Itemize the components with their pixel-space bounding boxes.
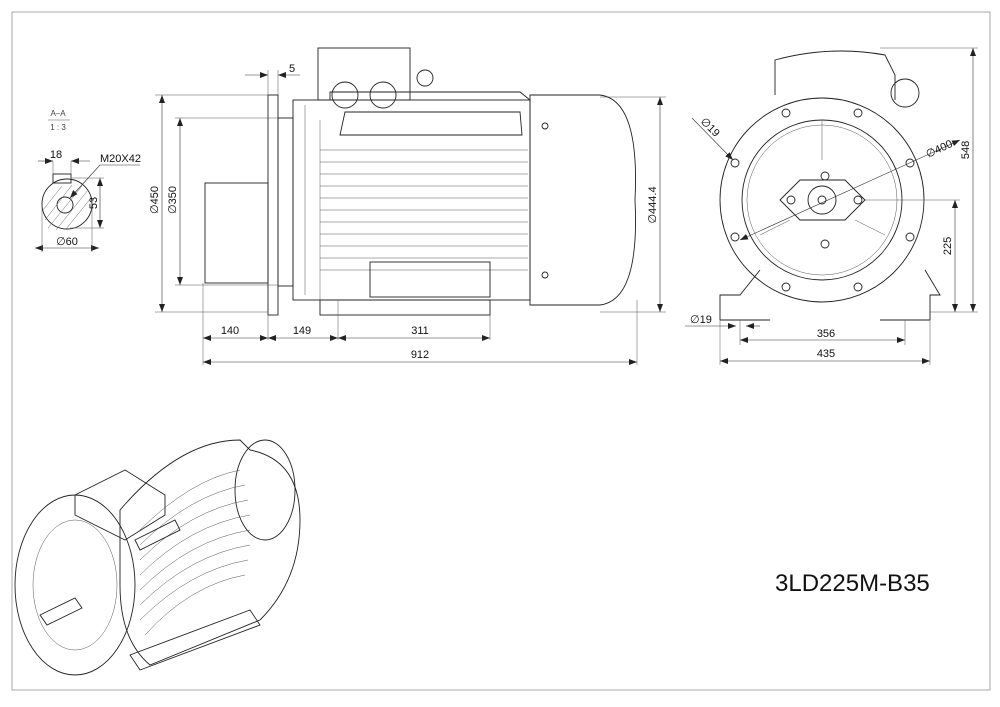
shaft-length-label: 140 <box>221 325 239 337</box>
fan-cover <box>529 94 636 306</box>
model-title: 3LD225M-B35 <box>775 570 930 597</box>
foot-hole-spacing-label: 356 <box>817 328 835 340</box>
foot <box>319 299 491 316</box>
flange-hole-label: ∅19 <box>698 116 722 140</box>
flange-to-foot-label: 149 <box>293 325 311 337</box>
shaft-section <box>41 178 93 230</box>
overall-length-label: 912 <box>411 349 429 361</box>
body-diameter-label: ∅444.4 <box>647 186 659 223</box>
flange <box>267 94 279 316</box>
thread-label: M20X42 <box>100 153 141 165</box>
lifting-eye <box>416 69 434 87</box>
terminal-box <box>774 50 896 100</box>
isometric-view <box>14 439 301 676</box>
section-name: A–A <box>50 109 66 118</box>
iso-terminal-box <box>74 469 166 541</box>
shaft <box>204 182 269 284</box>
shaft-height-label: 225 <box>942 237 954 255</box>
cable-gland <box>331 81 359 109</box>
spigot-diameter-label: ∅350 <box>167 186 179 214</box>
flange-diameter-label: ∅450 <box>149 186 161 214</box>
foot-width-label: 435 <box>817 348 835 360</box>
drawing-border <box>11 11 991 691</box>
cable-gland <box>369 81 397 109</box>
section-view: A–A 1 : 3 18 M20X42 53 ∅60 <box>35 109 141 252</box>
pitch-circle-label: ∅400 <box>924 138 954 161</box>
flange-thickness-label: 5 <box>289 63 295 75</box>
cable-gland <box>890 78 920 108</box>
side-view: 5 ∅450 ∅350 ∅444.4 140 149 311 912 <box>149 47 666 365</box>
overall-height-label: 548 <box>960 141 972 159</box>
feet <box>719 269 941 321</box>
foot-hole-label: ∅19 <box>690 314 712 326</box>
shaft-diameter-label: ∅60 <box>56 236 78 248</box>
iso-foot <box>129 609 261 671</box>
iso-body <box>119 439 301 666</box>
end-view: ∅19 ∅400 548 225 ∅19 356 435 <box>685 47 978 365</box>
foot-spacing-label: 311 <box>411 325 429 337</box>
key <box>52 173 72 184</box>
iso-shaft <box>39 597 83 626</box>
section-scale: 1 : 3 <box>50 123 66 132</box>
key-height-label: 53 <box>88 197 100 209</box>
key-width-label: 18 <box>50 149 62 161</box>
terminal-box <box>317 47 411 101</box>
